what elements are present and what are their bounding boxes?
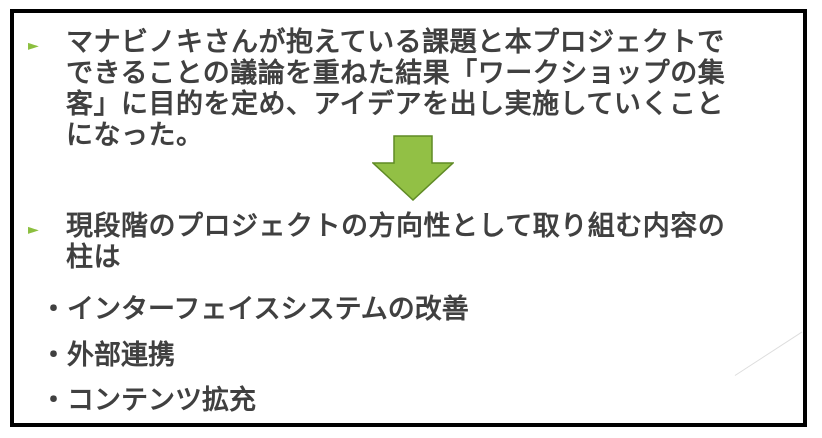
paragraph-2: 現段階のプロジェクトの方向性として取り組む内容の 柱は [66, 211, 725, 273]
bullet-arrow-icon: ► [28, 222, 39, 238]
list-item: ・外部連携 [40, 340, 175, 371]
text-line: マナビノキさんが抱えている課題と本プロジェクトで [66, 27, 725, 58]
text-line: 現段階のプロジェクトの方向性として取り組む内容の [66, 211, 726, 242]
paragraph-1: マナビノキさんが抱えている課題と本プロジェクトで できることの議論を重ねた結果「… [66, 27, 725, 151]
text-line: できることの議論を重ねた結果「ワークショップの集 [66, 58, 726, 89]
text-line: 柱は [66, 242, 121, 273]
bullet-arrow-icon: ► [28, 38, 39, 54]
down-arrow-icon [372, 135, 454, 201]
slide-frame [10, 9, 807, 427]
list-item: ・インターフェイスシステムの改善 [40, 294, 469, 325]
text-line: になった。 [66, 120, 204, 151]
list-item: ・コンテンツ拡充 [40, 385, 256, 416]
text-line: 客」に目的を定め、アイデアを出し実施していくこと [66, 89, 724, 120]
